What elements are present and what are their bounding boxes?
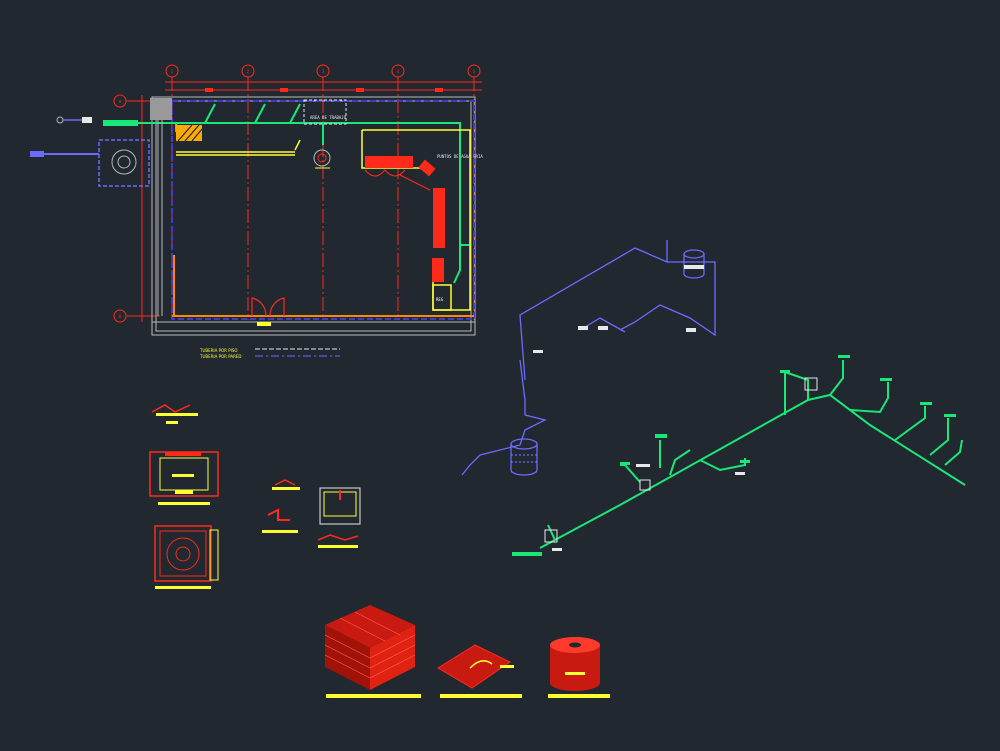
building-walls [151,96,476,336]
room-note: AREA DE TRABAJO [310,115,347,120]
water-meter-box [30,116,150,187]
tank-3d-model [548,637,610,698]
axis-lines [171,77,475,320]
legend-hot-label: TUBERIA POR PARED [199,354,242,359]
grid-label-5: 5 [473,69,476,74]
cold-water-pipes [105,103,470,284]
hot-water-isometric [461,240,716,476]
cistern-3d-model [324,605,421,698]
detail-meter-box [317,487,361,548]
grid-label-2: 2 [247,69,250,74]
cold-water-tags [512,355,956,556]
row-label-a: A [119,99,122,104]
detail-cistern-plan [154,525,219,589]
floor-plan: 1 2 3 4 5 A B [30,64,483,359]
grid-label-3: 3 [322,69,325,74]
sink-fixtures [365,156,445,282]
detail-cistern-section [149,451,219,505]
counter-note: PUNTOS DE AGUA FRIA [437,154,483,159]
cold-water-isometric [539,360,966,549]
iso-valve-boxes [544,377,818,543]
detail-valve-small [151,404,198,424]
water-heater-icon [313,149,331,169]
legend-cold-label: TUBERIA POR PISO [199,348,238,353]
lid-3d-model [437,644,522,698]
row-bubble-b [113,309,127,323]
kitchen-counter [176,129,471,311]
hatched-block [176,124,203,142]
box-tag: REG [436,297,444,302]
pipe-legend: TUBERIA POR PISO TUBERIA POR PARED [199,348,340,359]
grid-label-1: 1 [171,69,174,74]
pipe-label-box [103,120,138,126]
dimension-lines [127,81,482,322]
hot-water-labels [533,265,704,353]
detail-valve-assembly [262,479,300,533]
row-bubble-a [113,94,127,108]
row-label-b: B [119,314,122,319]
grid-label-4: 4 [397,69,400,74]
left-column [150,98,172,316]
entrance-door [251,297,285,317]
